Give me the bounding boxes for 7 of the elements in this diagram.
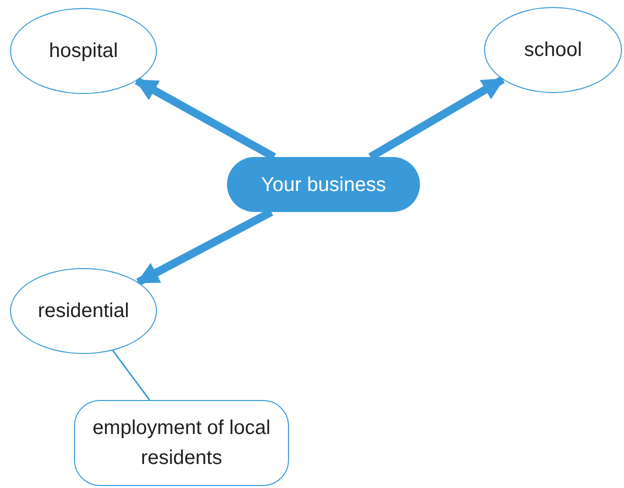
node-label: employment of local residents [92, 416, 272, 471]
node-label: residential [38, 299, 130, 324]
node-label: hospital [49, 39, 118, 64]
node-label: school [524, 38, 582, 63]
callout-box [74, 400, 289, 486]
node-label: Your business [261, 172, 386, 198]
leader-line [112, 350, 150, 400]
